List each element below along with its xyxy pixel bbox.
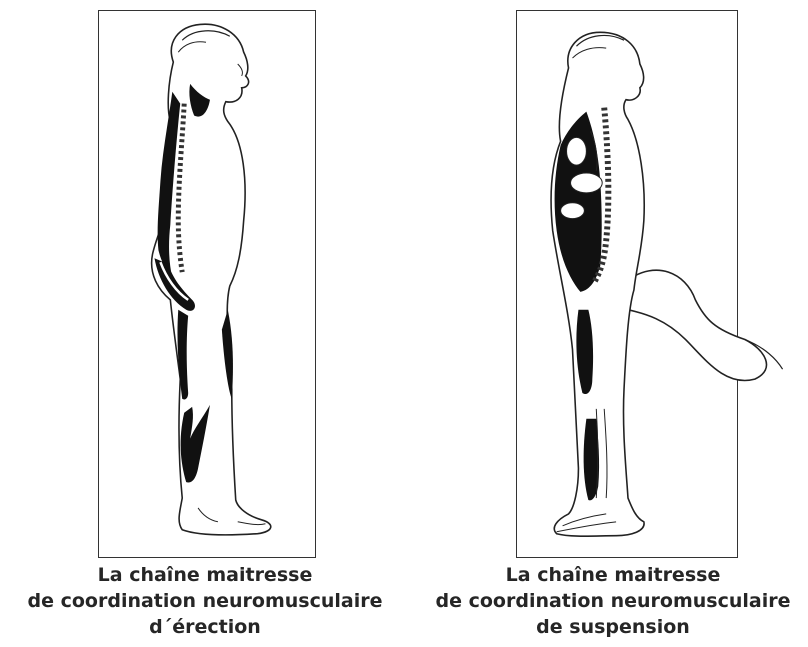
caption-erection: La chaîne maitresse de coordination neur… — [10, 562, 400, 640]
caption-line-1: La chaîne maitresse — [418, 562, 808, 588]
caption-line-3: d´érection — [10, 614, 400, 640]
caption-line-2: de coordination neuromusculaire — [10, 588, 400, 614]
caption-line-2: de coordination neuromusculaire — [418, 588, 808, 614]
body-illustration-erection — [99, 11, 315, 557]
caption-suspension: La chaîne maitresse de coordination neur… — [418, 562, 808, 640]
caption-line-1: La chaîne maitresse — [10, 562, 400, 588]
muscle-chain-thigh — [177, 310, 188, 400]
illustration-frame-erection — [98, 10, 316, 558]
body-illustration-suspension — [517, 11, 737, 557]
caption-line-3: de suspension — [418, 614, 808, 640]
illustration-frame-suspension — [516, 10, 738, 558]
raised-leg-outline — [628, 270, 767, 380]
